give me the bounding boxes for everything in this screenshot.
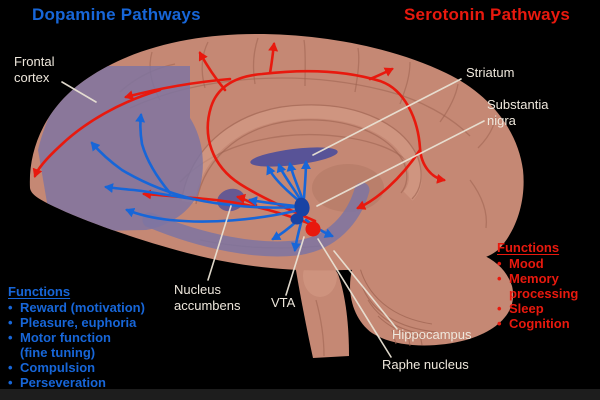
list-item: •Perseveration (8, 375, 106, 390)
list-item: •Pleasure, euphoria (8, 315, 137, 330)
list-item: •Mood (497, 256, 544, 271)
striatum-leader (312, 78, 462, 156)
hippocampus-leader (333, 250, 398, 330)
frontal-cortex-leader (61, 81, 97, 103)
striatum-label: Striatum (466, 65, 515, 80)
list-item: •Cognition (497, 316, 570, 331)
dopamine-pathways-title: Dopamine Pathways (32, 5, 201, 24)
bullet: • (497, 301, 502, 316)
bullet: • (8, 360, 13, 375)
bullet: • (8, 315, 13, 330)
nucleus-accumbens-label: Nucleus accumbens (174, 282, 241, 313)
vta-leader (285, 236, 305, 296)
serotonin-pathways-title: Serotonin Pathways (404, 5, 571, 24)
frontal-cortex-label: Frontal cortex (14, 54, 55, 85)
bullet: • (497, 316, 502, 331)
bullet: • (8, 300, 13, 315)
striatum-region (250, 147, 338, 167)
bullet: • (8, 375, 13, 390)
raphe-nucleus-leader (317, 238, 392, 358)
list-item: •Reward (motivation) (8, 300, 145, 315)
bottom-bar (0, 389, 600, 400)
raphe-nucleus-label: Raphe nucleus (382, 357, 469, 372)
list-item: •Memory processing (497, 271, 579, 301)
vta-substantia-nigra-node (290, 197, 310, 225)
substantia-nigra-leader (316, 120, 485, 207)
list-item: •Compulsion (8, 360, 96, 375)
bullet: • (8, 330, 13, 345)
bullet: • (497, 256, 502, 271)
leader-lines (61, 78, 485, 358)
substantia-nigra-label: Substantia nigra (487, 97, 549, 128)
vta-label: VTA (271, 295, 296, 310)
dopamine-functions-list: Functions •Reward (motivation) •Pleasure… (8, 284, 145, 390)
dopamine-pathways (90, 113, 334, 252)
list-item: •Sleep (497, 301, 544, 316)
list-item: •Motor function (fine tuning) (8, 330, 111, 360)
serotonin-functions-list: Functions •Mood •Memory processing •Slee… (497, 240, 578, 331)
hippocampus-label: Hippocampus (392, 327, 472, 342)
nucleus-accumbens-leader (207, 205, 232, 281)
dopamine-functions-heading: Functions (8, 284, 71, 299)
bullet: • (497, 271, 502, 286)
raphe-nucleus-node (305, 221, 321, 237)
corpus-callosum (181, 104, 422, 205)
serotonin-functions-heading: Functions (497, 240, 560, 255)
